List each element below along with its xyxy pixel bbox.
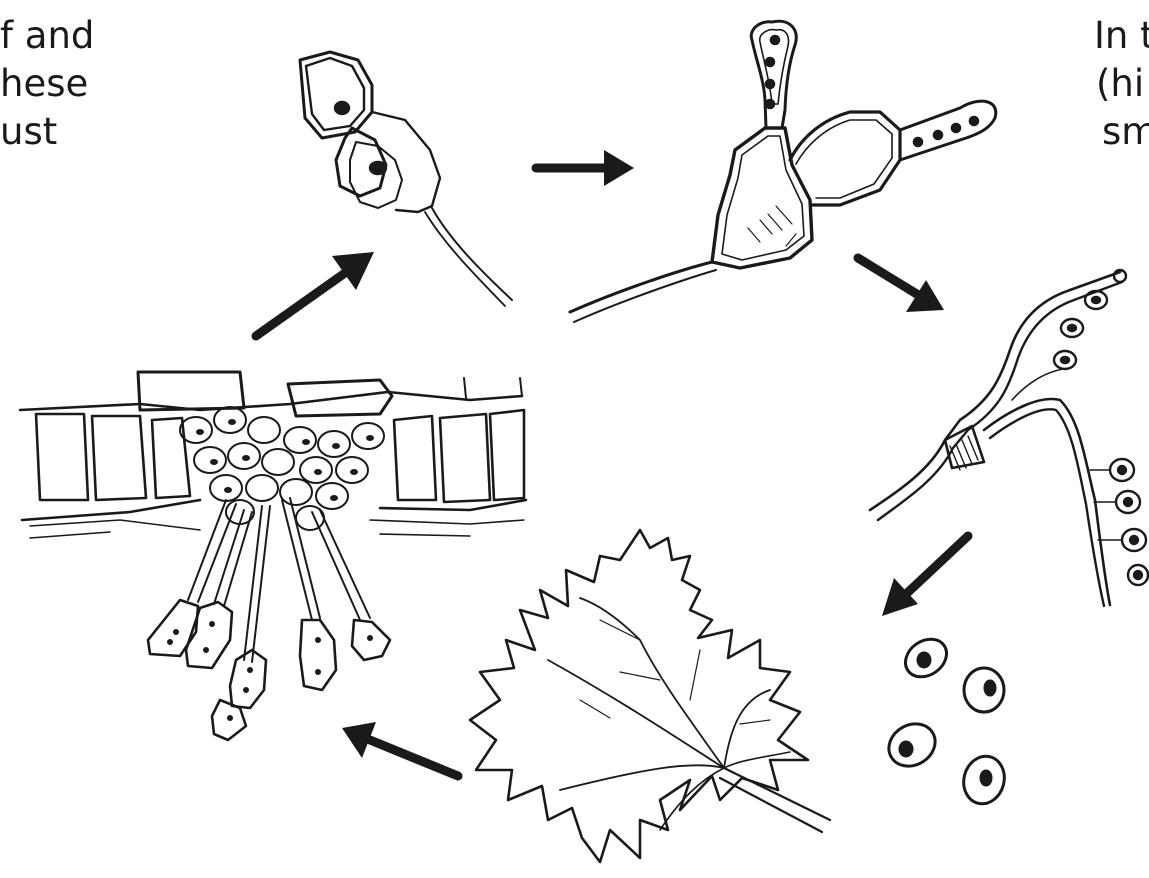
two-celled-spore-icon: [300, 52, 512, 306]
leaf-section-with-telia-icon: [20, 372, 526, 740]
basidium-with-sporidia-icon: [870, 270, 1148, 606]
leaf-icon: [470, 530, 830, 862]
arrow-icon: [342, 722, 458, 776]
arrow-icon: [882, 536, 968, 616]
arrow-icon: [858, 258, 944, 312]
germinating-basidium-icon: [570, 21, 996, 322]
arrow-icon: [536, 150, 634, 186]
arrow-icon: [256, 252, 374, 336]
sporidia-icon: [881, 631, 1009, 808]
